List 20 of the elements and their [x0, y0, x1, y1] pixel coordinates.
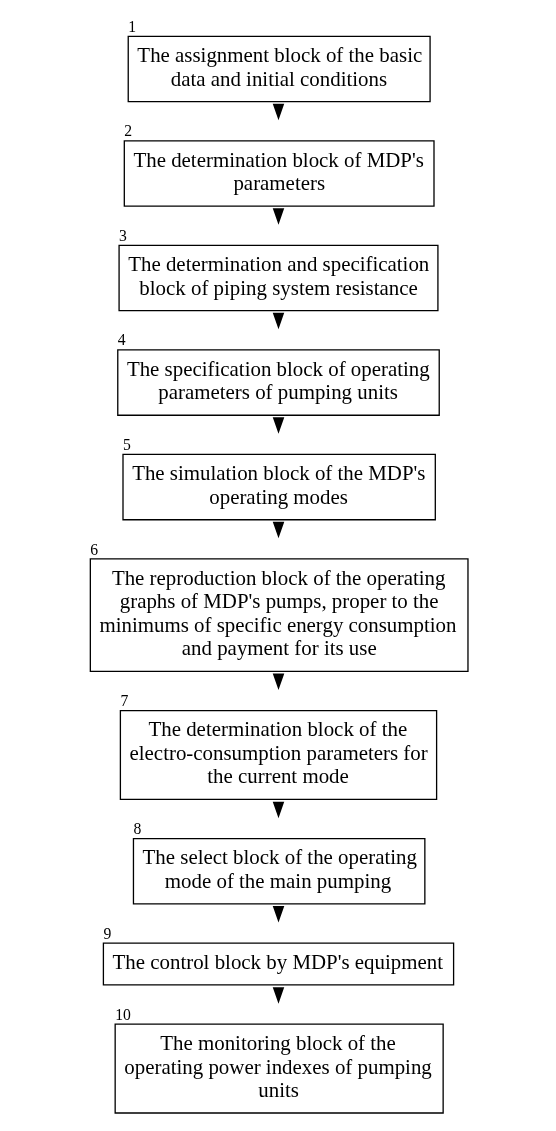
node-box: The monitoring block of the operating power indexes of pumping units	[114, 1023, 444, 1114]
node-box: The determination and specification block of piping system resistance	[117, 244, 439, 312]
node-label: 9	[102, 924, 111, 942]
node-label: 8	[132, 820, 141, 838]
node-label: 1	[127, 17, 136, 35]
node-label: 5	[122, 435, 131, 453]
node-label: 10	[114, 1005, 131, 1023]
node-box: The control block by MDP's equipment	[102, 942, 454, 986]
node-label: 6	[89, 540, 98, 558]
node-box: The simulation block of the MDP's operating modes	[121, 453, 436, 521]
node-box: The determination block of the electro-consumption parameters for the current mode	[119, 709, 437, 801]
node-label: 2	[123, 122, 132, 140]
node-box: The determination block of MDP's parameters	[123, 140, 435, 207]
node-label: 7	[119, 692, 128, 710]
node-box: The specification block of operating parameters of pumping units	[116, 349, 440, 416]
node-box: The reproduction block of the operating graphs of MDP's pumps, proper to the minimums of specific energy consumption and payment for its use	[89, 558, 469, 672]
node-box: The select block of the operating mode of the main pumping	[132, 837, 425, 905]
node-label: 4	[117, 331, 126, 349]
node-label: 3	[118, 226, 127, 244]
node-box: The assignment block of the basic data and initial conditions	[127, 35, 431, 103]
